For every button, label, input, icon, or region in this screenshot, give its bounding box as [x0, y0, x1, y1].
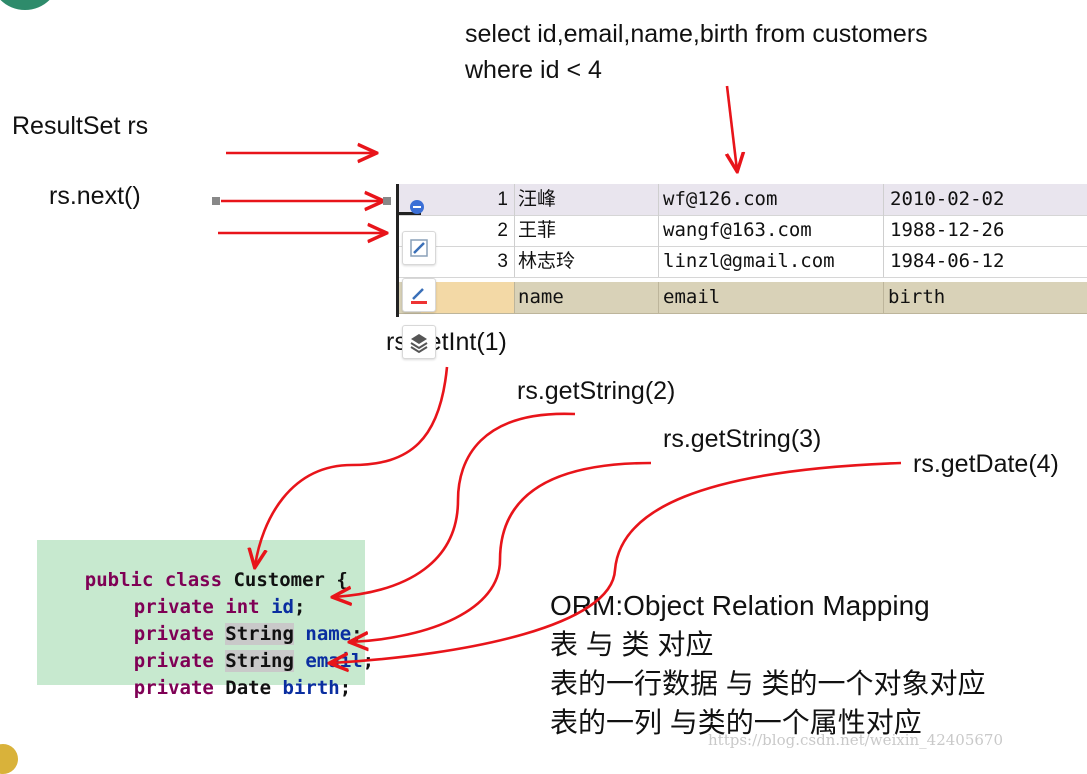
sql-query: select id,email,name,birth from customer… — [465, 16, 928, 88]
code-field: birth — [282, 677, 340, 699]
watermark: https://blog.csdn.net/weixin_42405670 — [708, 731, 1004, 749]
code-semicolon: ; — [362, 650, 375, 672]
orm-title: ORM:Object Relation Mapping — [550, 590, 930, 621]
edit-pencil-button[interactable] — [402, 231, 436, 265]
cursor-handle-right — [383, 197, 391, 205]
header-spacer — [421, 282, 514, 313]
sql-line-1: select id,email,name,birth from customer… — [465, 20, 928, 48]
corner-decoration-bottom — [0, 744, 18, 774]
code-line-name: private String name; — [88, 594, 363, 645]
cursor-handle-left — [212, 197, 220, 205]
row-email-cell: wangf@163.com — [663, 219, 812, 241]
row-name-cell: 王菲 — [518, 220, 557, 241]
table-row[interactable]: 3 林志玲 linzl@gmail.com 1984-06-12 — [396, 246, 1087, 278]
arrow-getstring2-to-name — [334, 412, 576, 597]
code-keyword: private — [133, 677, 214, 699]
column-header-name[interactable]: name — [518, 286, 564, 308]
row-name-cell: 汪峰 — [518, 189, 557, 210]
highlighter-icon — [411, 288, 427, 304]
code-type: Date — [225, 677, 272, 699]
code-keyword: private — [133, 650, 214, 672]
code-semicolon: ; — [293, 596, 306, 618]
rs-getdate4-label: rs.getDate(4) — [913, 450, 1059, 478]
row-indicator-dash — [413, 206, 421, 208]
corner-decoration-top — [0, 0, 60, 10]
grid-left-border — [396, 184, 399, 317]
pencil-icon — [410, 239, 428, 257]
code-keyword: public class — [84, 569, 223, 591]
code-type: String — [225, 650, 294, 672]
sql-line-2: where id < 4 — [465, 56, 602, 84]
arrow-getint-to-id — [255, 366, 449, 566]
layers-icon — [410, 334, 428, 354]
code-semicolon: ; — [339, 677, 352, 699]
rs-next-label: rs.next() — [49, 182, 141, 210]
row-email-cell: wf@126.com — [663, 188, 778, 210]
rs-getstring2-label: rs.getString(2) — [517, 377, 676, 405]
row-id-cell: 1 — [497, 189, 508, 210]
grid-selected-underline — [396, 212, 421, 215]
code-keyword: private — [133, 596, 214, 618]
result-grid: 1 汪峰 wf@126.com 2010-02-02 2 王菲 wangf@16… — [396, 184, 1087, 317]
code-field: id — [271, 596, 294, 618]
code-keyword: private — [133, 623, 214, 645]
resultset-label: ResultSet rs — [12, 112, 149, 140]
column-header-row: name email birth — [396, 282, 1087, 314]
orm-line-1: 表 与 类 对应 — [550, 629, 714, 660]
table-row[interactable]: 2 王菲 wangf@163.com 1988-12-26 — [396, 215, 1087, 247]
orm-line-2: 表的一行数据 与 类的一个对象对应 — [550, 668, 986, 699]
orm-explanation: ORM:Object Relation Mapping 表 与 类 对应 表的一… — [550, 586, 986, 742]
rs-getstring3-label: rs.getString(3) — [663, 425, 822, 453]
row-name-cell: 林志玲 — [518, 251, 576, 272]
customer-class-code: public class Customer { private int id; … — [37, 540, 374, 699]
code-line-birth: private Date birth; — [88, 648, 351, 699]
row-id-cell: 3 — [497, 251, 508, 272]
orm-line-3: 表的一列 与类的一个属性对应 — [550, 707, 922, 738]
table-row-blank — [396, 277, 1087, 281]
row-email-cell: linzl@gmail.com — [663, 250, 835, 272]
row-birth-cell: 1984-06-12 — [890, 250, 1005, 272]
code-type: String — [225, 623, 294, 645]
code-type: int — [225, 596, 260, 618]
row-id-cell: 2 — [497, 220, 508, 241]
row-birth-cell: 1988-12-26 — [890, 219, 1005, 241]
code-line-email: private String email; — [88, 621, 374, 672]
row-birth-cell: 2010-02-02 — [890, 188, 1005, 210]
draw-pencil-button[interactable] — [402, 278, 436, 312]
column-header-birth[interactable]: birth — [888, 286, 946, 308]
layers-button[interactable] — [402, 325, 436, 359]
code-line-id: private int id; — [88, 567, 306, 618]
table-row[interactable]: 1 汪峰 wf@126.com 2010-02-02 — [396, 184, 1087, 216]
code-line-class: public class Customer { — [39, 540, 348, 591]
arrow-sql-to-table — [727, 85, 737, 170]
column-header-email[interactable]: email — [663, 286, 721, 308]
